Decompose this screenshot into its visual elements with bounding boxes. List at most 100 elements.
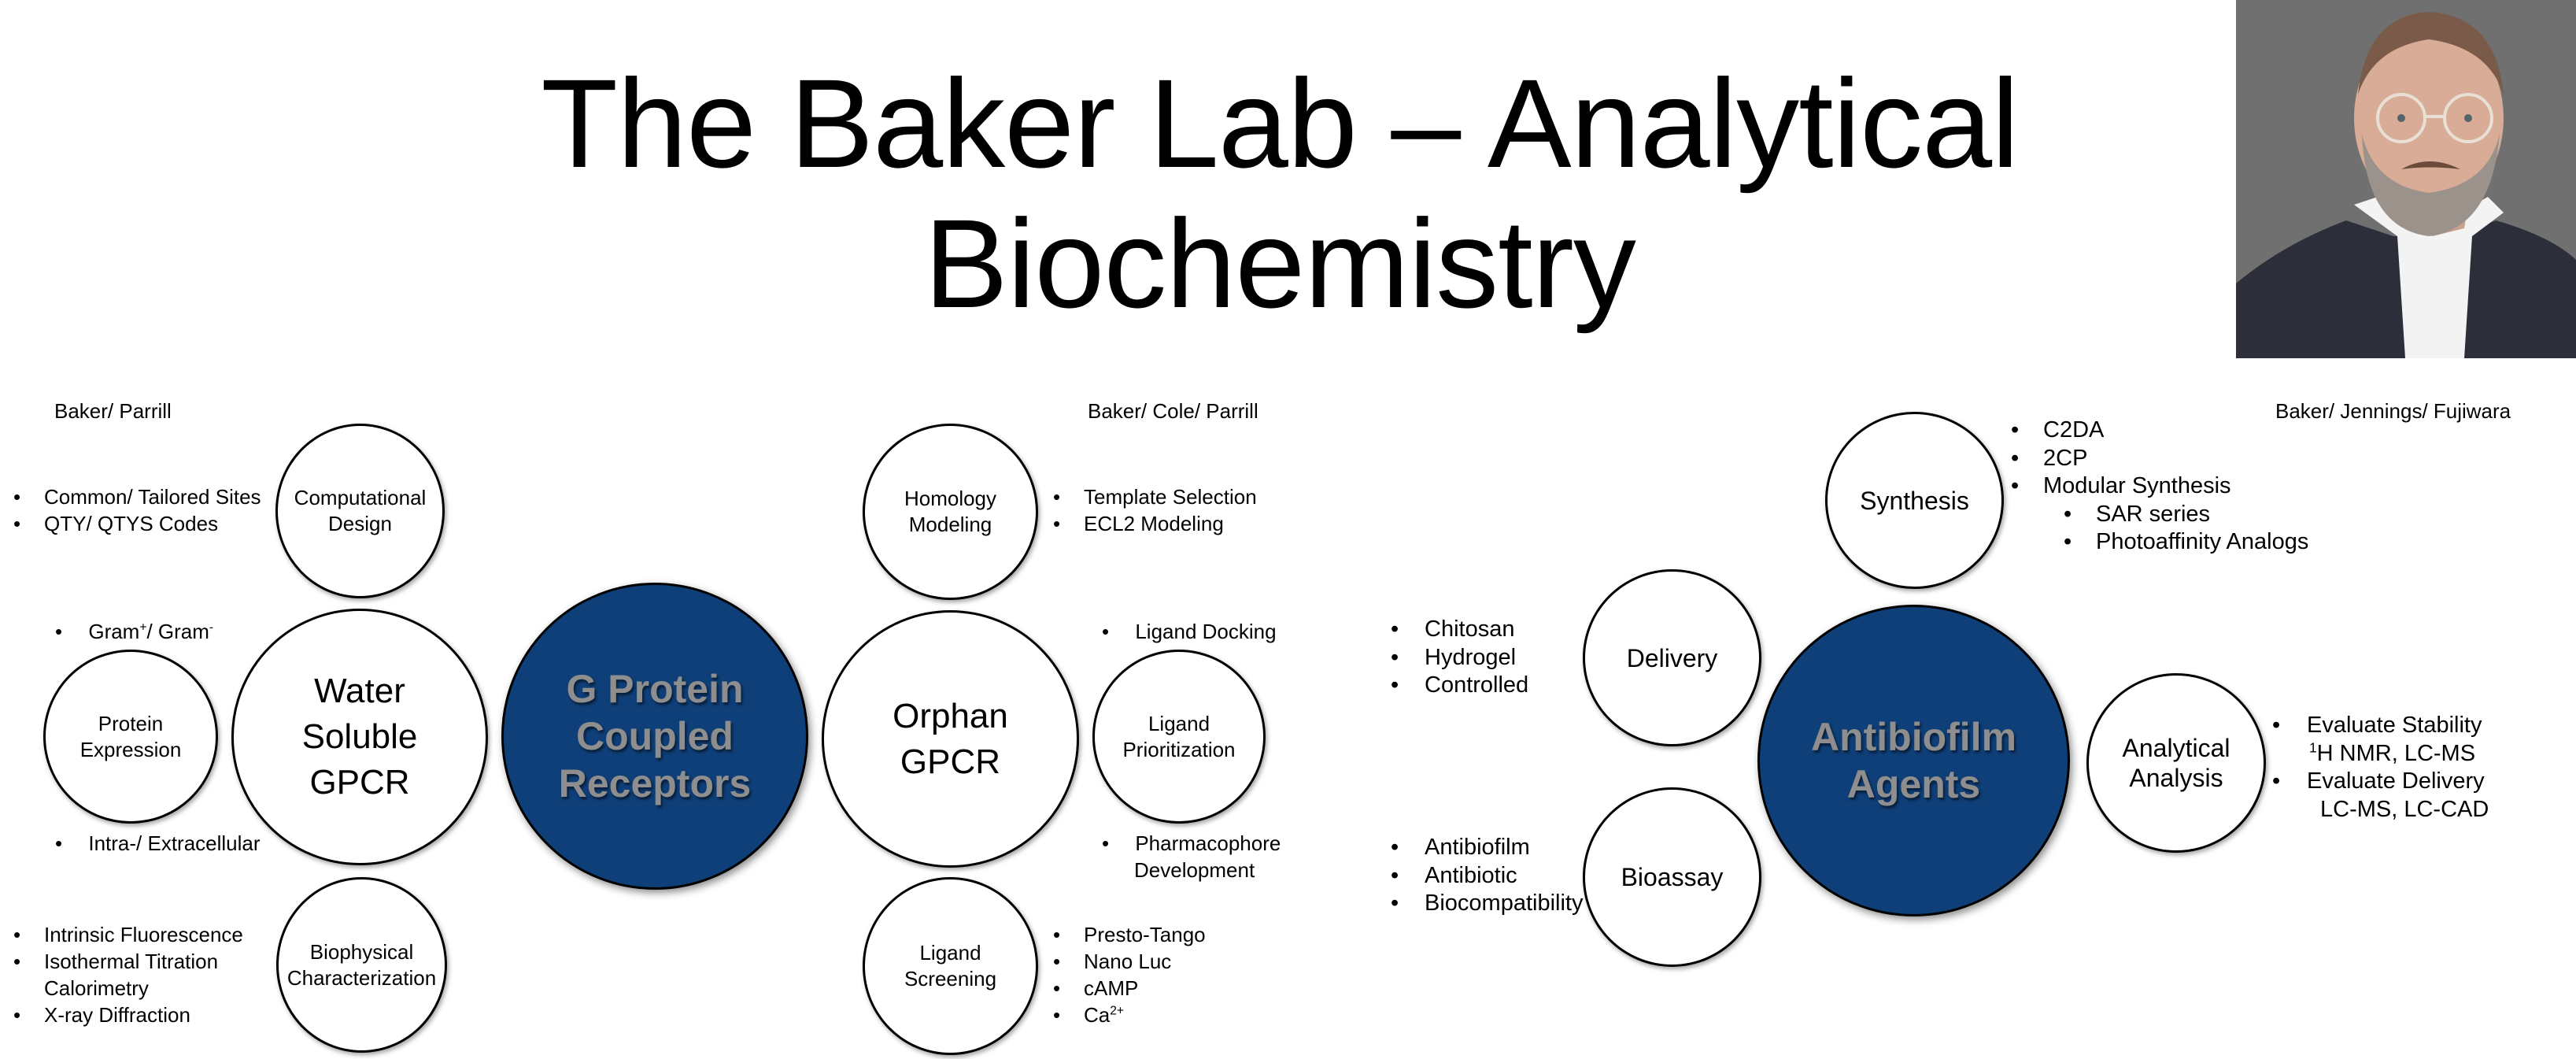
- node-label: Ligand Screening: [904, 941, 997, 990]
- bullet-icon: •: [1391, 835, 1399, 860]
- delivery-bullets: •Chitosan •Hydrogel •Controlled: [1391, 616, 1528, 700]
- node-homology-modeling: Homology Modeling: [863, 424, 1038, 600]
- list-item: •ECL2 Modeling: [1053, 512, 1224, 535]
- node-ligand-screening: Ligand Screening: [863, 877, 1038, 1055]
- bullet-icon: •: [1102, 831, 1110, 855]
- page-title-line-1: The Baker Lab – Analytical: [541, 53, 2019, 194]
- bullet-icon: •: [2272, 768, 2281, 794]
- node-label: Bioassay: [1621, 863, 1724, 891]
- node-label: Orphan GPCR: [893, 696, 1008, 781]
- ligand-screening-bullets: •Presto-Tango •Nano Luc •cAMP •Ca2+: [1053, 921, 1206, 1028]
- credit-baker-parrill: Baker/ Parrill: [54, 399, 172, 423]
- node-label: Delivery: [1626, 643, 1718, 672]
- homology-modeling-bullets: •Template Selection •ECL2 Modeling: [1053, 483, 1257, 537]
- node-label: Computational Design: [294, 486, 427, 535]
- bullet-icon: •: [1391, 672, 1399, 698]
- portrait-photo: [2236, 0, 2576, 358]
- list-item: •Intrinsic Fluorescence: [13, 923, 243, 946]
- node-bioassay: Bioassay: [1583, 787, 1761, 967]
- bullet-icon: •: [1053, 976, 1061, 1000]
- bullet-icon: •: [2011, 445, 2020, 471]
- bullet-icon: •: [1053, 923, 1061, 946]
- node-delivery: Delivery: [1583, 569, 1761, 746]
- list-item-continuation: Calorimetry: [44, 976, 149, 1000]
- hub-g-protein-coupled-receptors: G Protein Coupled Receptors: [501, 583, 808, 890]
- bullet-icon: •: [2011, 417, 2020, 442]
- list-item: •Presto-Tango: [1053, 923, 1206, 946]
- sub-list-item: •Photoaffinity Analogs: [2011, 528, 2308, 557]
- list-item: •Hydrogel: [1391, 644, 1528, 672]
- node-label: Synthesis: [1860, 486, 1969, 515]
- ligand-prioritization-bullet-top: • Ligand Docking: [1102, 620, 1277, 643]
- sub-list-item: •SAR series: [2011, 501, 2308, 529]
- list-item: •Evaluate Stability: [2272, 712, 2489, 740]
- bullet-icon: •: [13, 1003, 21, 1027]
- list-item: •C2DA: [2011, 417, 2308, 445]
- node-orphan-gpcr: Orphan GPCR: [822, 610, 1079, 868]
- list-item: •Chitosan: [1391, 616, 1528, 644]
- list-item-detail: 1H NMR, LC-MS: [2309, 739, 2476, 766]
- node-label: Analytical Analysis: [2122, 734, 2230, 792]
- bullet-icon: •: [2272, 713, 2281, 738]
- bullet-icon: •: [1053, 485, 1061, 509]
- credit-baker-jennings-fujiwara: Baker/ Jennings/ Fujiwara: [2275, 399, 2511, 423]
- bullet-icon: •: [1053, 1003, 1061, 1027]
- bullet-icon: •: [1053, 950, 1061, 973]
- node-label: Biophysical Characterization: [286, 939, 437, 990]
- node-analytical-analysis: Analytical Analysis: [2086, 673, 2266, 853]
- bullet-icon: •: [2064, 501, 2072, 527]
- bullet-icon: •: [2011, 473, 2020, 498]
- node-label: Water Soluble GPCR: [301, 672, 418, 802]
- bullet-icon: •: [1102, 620, 1110, 643]
- list-item: •Antibiotic: [1391, 862, 1583, 891]
- analytical-bullets: •Evaluate Stability 1H NMR, LC-MS •Evalu…: [2272, 712, 2489, 824]
- biophysical-bullets: •Intrinsic Fluorescence •Isothermal Titr…: [13, 921, 243, 1028]
- bullet-icon: •: [55, 620, 63, 643]
- bullet-icon: •: [1391, 891, 1399, 916]
- hub-label: Antibiofilm Agents: [1810, 715, 2017, 806]
- bullet-icon: •: [13, 485, 21, 509]
- list-item: •cAMP: [1053, 976, 1139, 1000]
- list-item: •Template Selection: [1053, 485, 1257, 509]
- list-item: •Biocompatibility: [1391, 890, 1583, 918]
- bullet-icon: •: [13, 923, 21, 946]
- computational-design-bullets: •Common/ Tailored Sites •QTY/ QTYS Codes: [13, 483, 261, 537]
- list-item: •Ca2+: [1053, 1003, 1125, 1027]
- list-item-detail: LC-MS, LC-CAD: [2320, 796, 2489, 822]
- bioassay-bullets: •Antibiofilm •Antibiotic •Biocompatibili…: [1391, 834, 1583, 918]
- node-biophysical-characterization: Biophysical Characterization: [276, 877, 447, 1053]
- node-ligand-prioritization: Ligand Prioritization: [1092, 650, 1266, 824]
- list-item: •Controlled: [1391, 672, 1528, 700]
- page-title-line-2: Biochemistry: [924, 193, 1636, 334]
- ligand-prioritization-bullet-bottom: • Pharmacophore Development: [1102, 831, 1281, 882]
- protein-expression-bullet-bottom: • Intra-/ Extracellular: [55, 831, 261, 855]
- node-computational-design: Computational Design: [275, 424, 445, 598]
- node-synthesis: Synthesis: [1825, 412, 2004, 589]
- node-protein-expression: Protein Expression: [43, 650, 218, 824]
- bullet-icon: •: [13, 512, 21, 535]
- bullet-icon: •: [13, 950, 21, 973]
- bullet-icon: •: [2064, 529, 2072, 554]
- person-portrait-icon: [2236, 0, 2576, 358]
- list-item: •X-ray Diffraction: [13, 1003, 190, 1027]
- bullet-icon: •: [1053, 512, 1061, 535]
- list-item: •Evaluate Delivery: [2272, 768, 2489, 796]
- protein-expression-bullet-top: • Gram+/ Gram-: [55, 620, 214, 643]
- node-label: Ligand Prioritization: [1122, 711, 1236, 761]
- list-item: •Common/ Tailored Sites: [13, 485, 261, 509]
- list-item: •Modular Synthesis: [2011, 472, 2308, 501]
- bullet-icon: •: [1391, 644, 1399, 670]
- list-item: •Nano Luc: [1053, 950, 1172, 973]
- synthesis-bullets: •C2DA •2CP •Modular Synthesis •SAR serie…: [2011, 417, 2308, 557]
- list-item: •Isothermal Titration: [13, 950, 219, 973]
- bullet-icon: •: [55, 831, 63, 855]
- list-item: •Antibiofilm: [1391, 834, 1583, 862]
- list-item: •2CP: [2011, 445, 2308, 473]
- node-label: Homology Modeling: [904, 487, 997, 536]
- hub-label: G Protein Coupled Receptors: [558, 667, 752, 805]
- node-label: Protein Expression: [79, 711, 182, 761]
- list-item: •QTY/ QTYS Codes: [13, 512, 219, 535]
- bullet-icon: •: [1391, 862, 1399, 888]
- bullet-icon: •: [1391, 617, 1399, 642]
- node-water-soluble-gpcr: Water Soluble GPCR: [231, 609, 488, 865]
